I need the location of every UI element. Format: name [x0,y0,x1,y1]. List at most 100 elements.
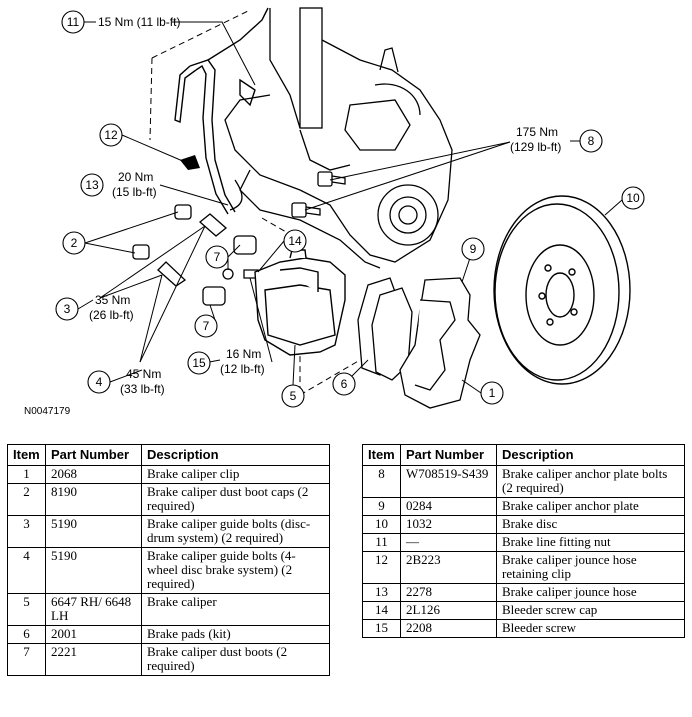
cell-item: 4 [7,547,46,594]
callout-7a: 7 [214,250,221,264]
cell-part-number: W708519-S439 [400,465,497,498]
cell-description: Brake caliper [141,593,330,626]
cell-part-number: 2B223 [400,551,497,584]
cell-item: 5 [7,593,46,626]
cell-item: 12 [362,551,401,584]
cell-part-number: 8190 [45,483,142,516]
cell-description: Brake caliper dust boots (2 required) [141,643,330,676]
cell-part-number: 5190 [45,515,142,548]
cell-description: Bleeder screw [496,619,685,638]
header-description: Description [496,444,685,466]
callout-2: 2 [71,236,78,250]
cell-description: Brake caliper anchor plate [496,497,685,516]
cell-part-number: 6647 RH/ 6648 LH [45,593,142,626]
callout-5: 5 [290,389,297,403]
leader-lines [77,21,623,394]
callout-14: 14 [288,234,302,248]
brake-disc-drawing [493,195,631,385]
cell-item: 7 [7,643,46,676]
header-part-number: Part Number [45,444,142,466]
caliper-small-parts-drawing [132,204,259,306]
cell-part-number: 0284 [400,497,497,516]
cell-part-number: 2278 [400,583,497,602]
dashed-outline [149,9,361,396]
callout-10: 10 [626,191,640,205]
callout-9: 9 [470,242,477,256]
torque-label-4-nm: 45 Nm [126,367,161,381]
table-header-row: Item Part Number Description [362,444,685,466]
torque-label-3-nm: 35 Nm [95,293,130,307]
callout-markers [55,10,645,408]
torque-label-11: 15 Nm (11 lb-ft) [98,15,180,29]
cell-description: Brake caliper guide bolts (4-wheel disc … [141,547,330,594]
cell-part-number: 2068 [45,465,142,484]
torque-label-15-nm: 16 Nm [226,347,261,361]
table-row: 11—Brake line fitting nut [362,533,685,552]
cell-item: 10 [362,515,401,534]
torque-label-4-lbft: (33 lb-ft) [120,382,165,396]
torque-label-8-lbft: (129 lb-ft) [510,140,561,154]
cell-description: Bleeder screw cap [496,601,685,620]
callout-1: 1 [489,386,496,400]
table-header-row: Item Part Number Description [7,444,330,466]
anchor-plate-drawing [399,277,481,409]
cell-description: Brake pads (kit) [141,625,330,644]
exploded-brake-diagram: 11 12 13 2 3 4 7 14 7 15 5 6 9 1 10 8 15… [24,7,645,417]
cell-item: 3 [7,515,46,548]
cell-part-number: 2001 [45,625,142,644]
cell-item: 14 [362,601,401,620]
callout-7b: 7 [203,319,210,333]
cell-part-number: 2208 [400,619,497,638]
cell-description: Brake caliper dust boot caps (2 required… [141,483,330,516]
hose-clip-drawing [180,155,200,170]
header-item: Item [7,444,46,466]
cell-item: 9 [362,497,401,516]
cell-item: 2 [7,483,46,516]
header-description: Description [141,444,330,466]
header-part-number: Part Number [400,444,497,466]
callout-8: 8 [588,134,595,148]
cell-description: Brake disc [496,515,685,534]
cell-item: 6 [7,625,46,644]
cell-item: 1 [7,465,46,484]
cell-description: Brake caliper guide bolts (disc-drum sys… [141,515,330,548]
cell-part-number: 1032 [400,515,497,534]
callout-3: 3 [64,302,71,316]
caliper-drawing [254,249,346,356]
brake-hose-drawing [174,7,269,215]
torque-label-3-lbft: (26 lb-ft) [89,308,134,322]
torque-label-8-nm: 175 Nm [516,125,558,139]
torque-label-13-nm: 20 Nm [118,170,153,184]
cell-description: Brake caliper jounce hose retaining clip [496,551,685,584]
torque-label-13-lbft: (15 lb-ft) [112,185,157,199]
cell-item: 15 [362,619,401,638]
callout-15: 15 [192,356,206,370]
diagram-id-code: N0047179 [24,406,71,417]
steering-knuckle-drawing [224,7,453,269]
cell-part-number: 5190 [45,547,142,594]
callout-13: 13 [85,178,99,192]
cell-part-number: — [400,533,497,552]
cell-item: 13 [362,583,401,602]
cell-item: 11 [362,533,401,552]
callout-6: 6 [341,377,348,391]
callout-4: 4 [96,375,103,389]
cell-description: Brake caliper anchor plate bolts (2 requ… [496,465,685,498]
header-item: Item [362,444,401,466]
